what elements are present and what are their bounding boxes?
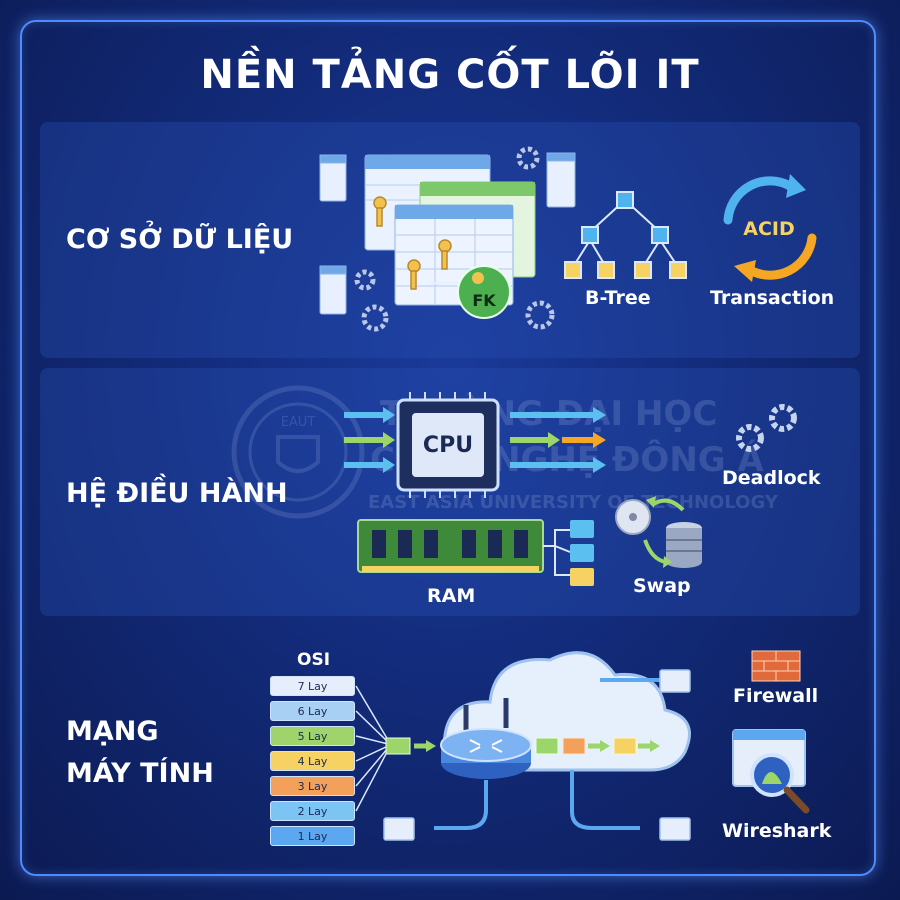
- os-section-label: HỆ ĐIỀU HÀNH: [66, 478, 288, 509]
- ethernet-plug-icon: [383, 669, 691, 841]
- wireshark-label: Wireshark: [722, 820, 832, 842]
- mini-table-icon: [319, 152, 576, 315]
- osi-layer-1: 1 Lay: [270, 826, 355, 846]
- router-icon: [440, 698, 532, 779]
- memory-blocks: [543, 529, 571, 576]
- input-arrows: [344, 407, 395, 473]
- output-arrows: [510, 407, 606, 473]
- firewall-label: Firewall: [733, 685, 819, 707]
- key-icon: [373, 196, 452, 290]
- fk-badge-text: FK: [472, 291, 496, 310]
- cpu-icon: [396, 392, 500, 498]
- gear-icon: [354, 146, 555, 332]
- memory-block-icon: [570, 520, 594, 538]
- osi-layer-3: 3 Lay: [270, 776, 355, 796]
- page-title: NỀN TẢNG CỐT LÕI IT: [200, 52, 700, 98]
- packet-icon: [385, 737, 411, 755]
- acid-badge-text: ACID: [743, 218, 795, 240]
- ram-label: RAM: [427, 585, 476, 607]
- firewall-icon: [751, 650, 801, 682]
- packet-icon: [562, 737, 586, 755]
- deadlock-gears-icon: [736, 404, 797, 452]
- network-section-label-line1: MẠNG: [66, 716, 159, 747]
- memory-block-icon: [570, 544, 594, 562]
- transaction-label: Transaction: [710, 287, 835, 309]
- database-section-label: CƠ SỞ DỮ LIỆU: [66, 224, 294, 255]
- cpu-text: CPU: [423, 433, 473, 458]
- acid-cycle-icon: [723, 176, 817, 280]
- btree-label: B-Tree: [585, 287, 651, 309]
- packet-icon: [613, 737, 637, 755]
- network-section-label-line2: MÁY TÍNH: [66, 758, 214, 789]
- osi-layer-2: 2 Lay: [270, 801, 355, 821]
- ram-icon: [357, 519, 544, 573]
- memory-block-icon: [570, 568, 594, 586]
- btree-icon: [564, 191, 687, 279]
- network-cables: [434, 678, 660, 830]
- osi-layer-6: 6 Lay: [270, 701, 355, 721]
- osi-layer-4: 4 Lay: [270, 751, 355, 771]
- deadlock-label: Deadlock: [722, 467, 821, 489]
- swap-label: Swap: [633, 575, 691, 597]
- packet-icon: [535, 737, 559, 755]
- outer-frame: [20, 20, 876, 876]
- swap-icon: [615, 496, 702, 568]
- osi-layer-7: 7 Lay: [270, 676, 355, 696]
- wireshark-icon: [732, 729, 810, 814]
- osi-title: OSI: [297, 650, 331, 670]
- osi-layer-5: 5 Lay: [270, 726, 355, 746]
- fk-badge-icon: [457, 265, 511, 319]
- osi-connector-lines: [355, 685, 389, 812]
